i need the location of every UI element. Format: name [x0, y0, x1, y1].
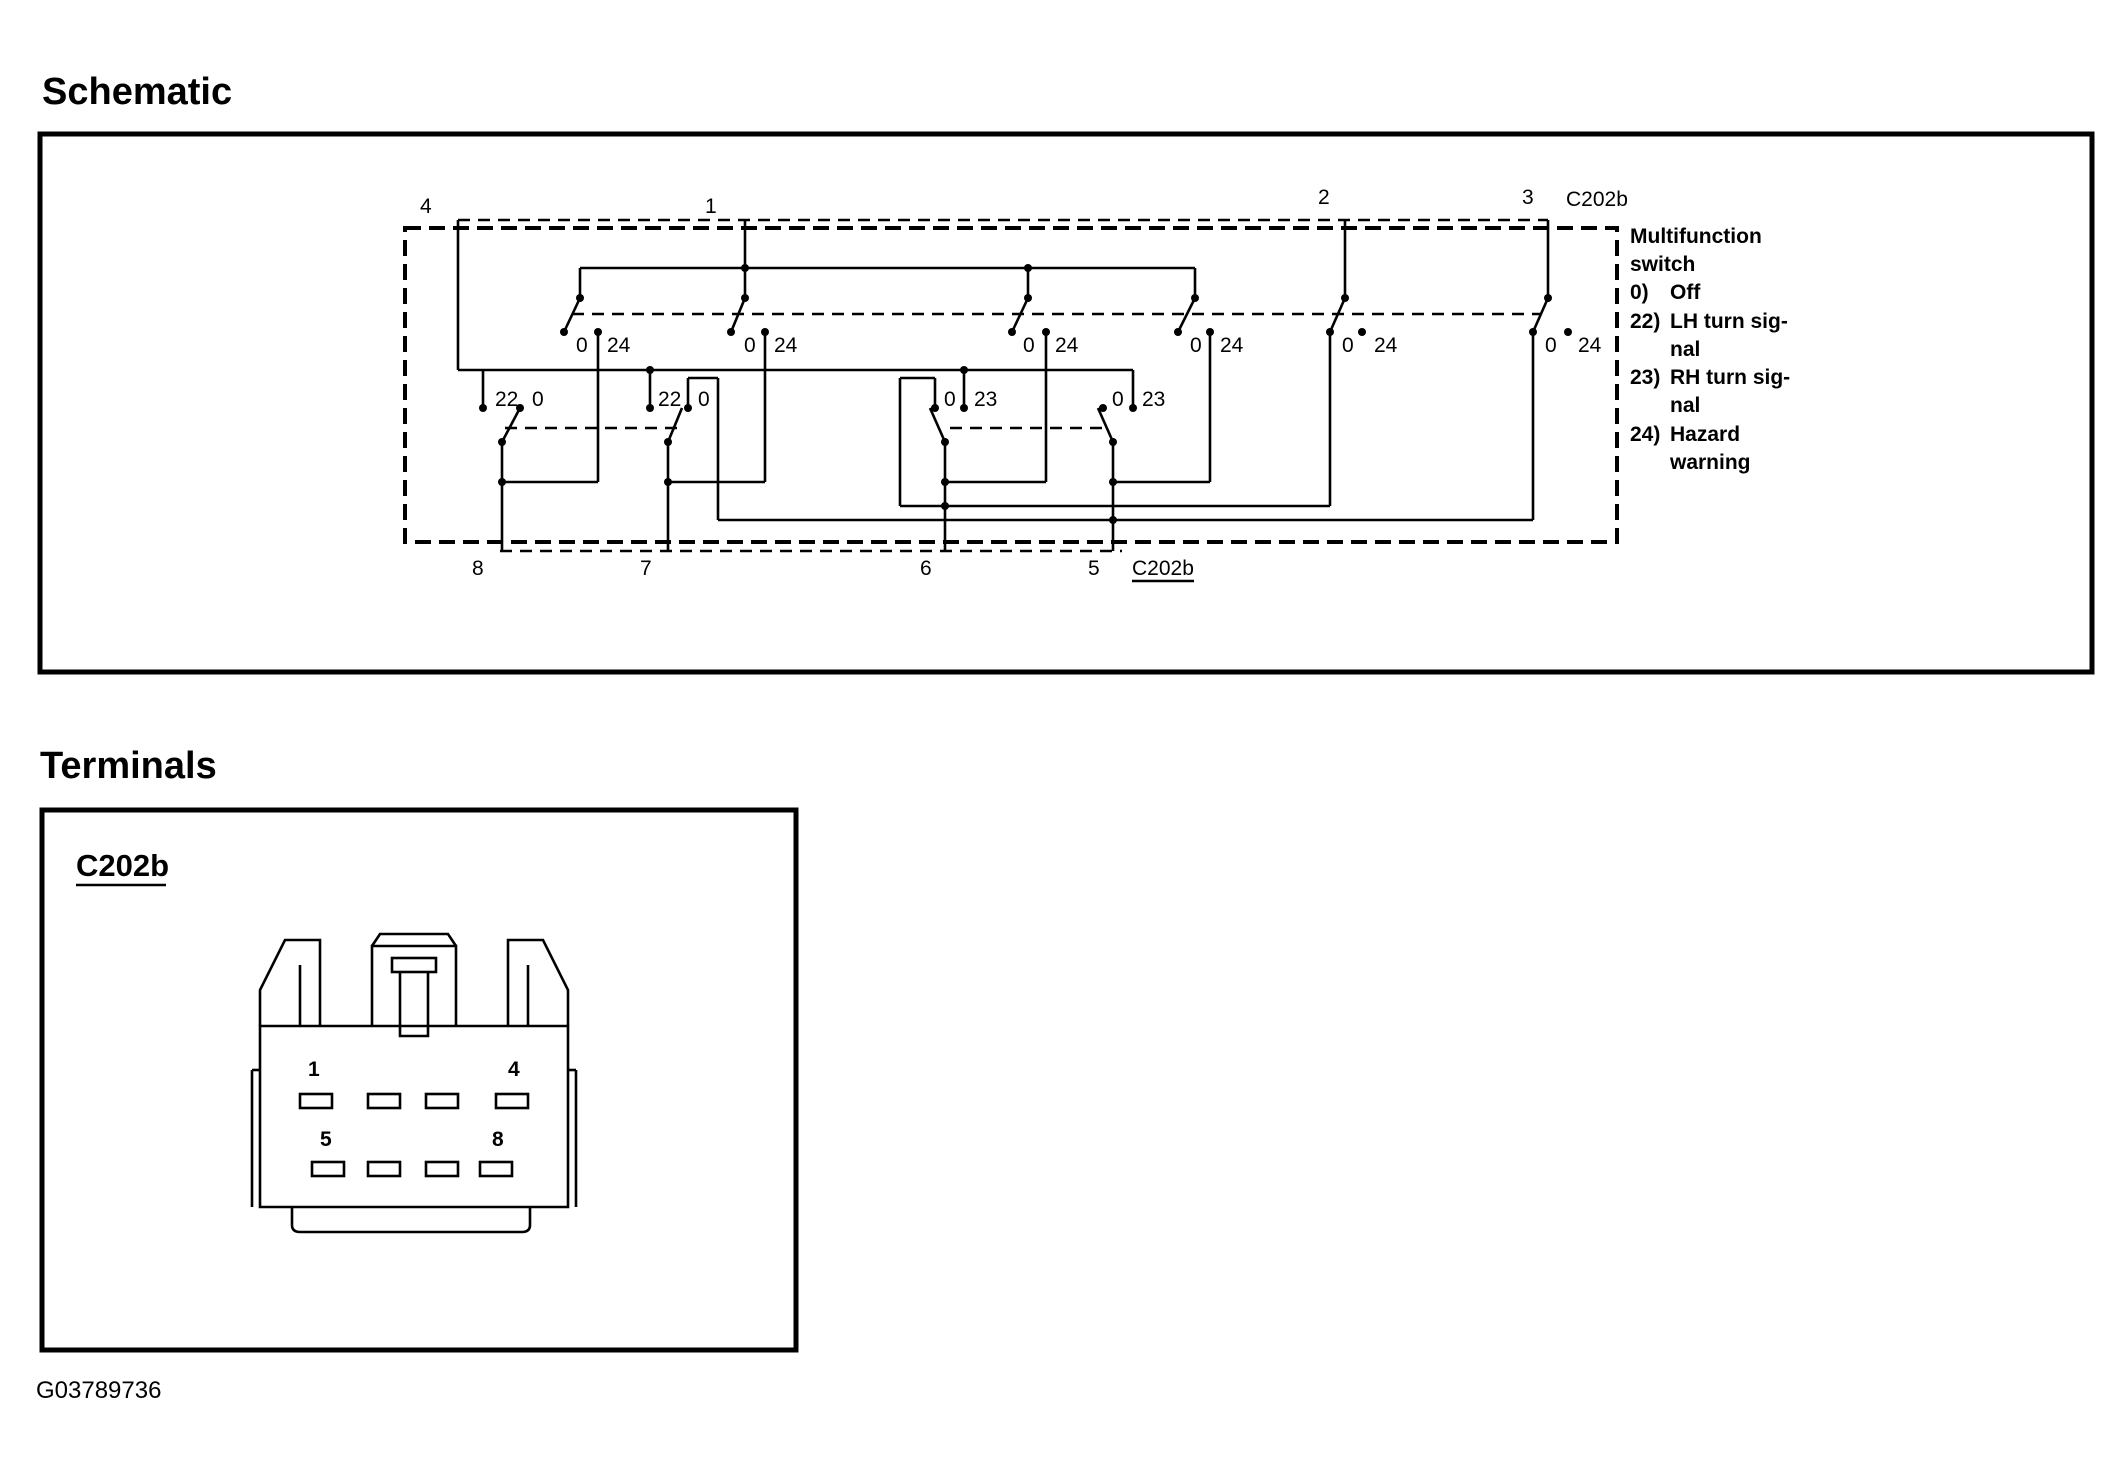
- upper-switch-row: [560, 294, 1572, 336]
- svg-text:5: 5: [320, 1128, 332, 1151]
- lower-common-bus: [458, 366, 1135, 520]
- svg-text:0: 0: [1545, 334, 1557, 357]
- terminals-frame: [39, 807, 799, 1353]
- svg-text:24: 24: [1220, 334, 1244, 357]
- svg-text:22): 22): [1630, 310, 1660, 333]
- svg-text:24): 24): [1630, 423, 1660, 446]
- svg-text:0: 0: [1190, 334, 1202, 357]
- svg-text:nal: nal: [1670, 338, 1700, 361]
- svg-text:0: 0: [576, 334, 588, 357]
- svg-text:0: 0: [1342, 334, 1354, 357]
- svg-text:Hazard: Hazard: [1670, 423, 1740, 446]
- svg-text:4: 4: [420, 195, 432, 218]
- schematic-top-pin-numbers: 4 1 2 3 C202b: [420, 186, 1628, 218]
- svg-text:22: 22: [495, 388, 518, 411]
- svg-text:Multifunction: Multifunction: [1630, 225, 1762, 248]
- schematic-heading: Schematic: [42, 71, 232, 113]
- svg-text:24: 24: [1374, 334, 1398, 357]
- lower-contact-labels: 22 0 22 0 0 23 0 23: [495, 388, 1165, 411]
- svg-text:2: 2: [1318, 186, 1330, 209]
- svg-text:3: 3: [1522, 186, 1534, 209]
- terminals-heading: Terminals: [40, 745, 217, 787]
- connector-face-drawing: [250, 932, 578, 1234]
- svg-text:8: 8: [472, 557, 484, 580]
- figure-id: G03789736: [36, 1377, 161, 1404]
- switch-housing-outline: [403, 226, 1619, 544]
- connector-label-top: C202b: [1566, 188, 1628, 211]
- svg-text:switch: switch: [1630, 253, 1695, 276]
- svg-text:23: 23: [974, 388, 997, 411]
- top-pin-leads: [456, 220, 1550, 370]
- svg-text:24: 24: [774, 334, 798, 357]
- svg-text:0: 0: [532, 388, 544, 411]
- svg-text:24: 24: [1578, 334, 1602, 357]
- switch-legend: Multifunction switch 0) Off 22) LH turn …: [1630, 225, 1790, 474]
- interconnect-wiring: [498, 332, 1535, 551]
- svg-text:0: 0: [1023, 334, 1035, 357]
- svg-text:5: 5: [1088, 557, 1100, 580]
- svg-text:nal: nal: [1670, 394, 1700, 417]
- svg-text:warning: warning: [1669, 451, 1751, 474]
- svg-text:23: 23: [1142, 388, 1165, 411]
- svg-text:0: 0: [698, 388, 710, 411]
- svg-text:0: 0: [1112, 388, 1124, 411]
- svg-text:0): 0): [1630, 281, 1649, 304]
- svg-text:0: 0: [744, 334, 756, 357]
- lower-switch-row: [479, 404, 1137, 446]
- schematic-bottom-pin-numbers: 8 7 6 5 C202b: [472, 557, 1194, 583]
- svg-text:LH turn sig-: LH turn sig-: [1670, 310, 1788, 333]
- svg-text:23): 23): [1630, 366, 1660, 389]
- upper-common-bus: [578, 264, 1197, 298]
- svg-text:Off: Off: [1670, 281, 1701, 304]
- upper-contact-labels: 0 24 0 24 0 24 0 24 0 24 0 24: [576, 334, 1602, 357]
- connector-pin-labels: 1 4 5 8: [308, 1058, 520, 1151]
- svg-text:24: 24: [1055, 334, 1079, 357]
- svg-text:0: 0: [944, 388, 956, 411]
- svg-text:22: 22: [658, 388, 681, 411]
- svg-text:1: 1: [705, 195, 717, 218]
- svg-text:24: 24: [607, 334, 631, 357]
- connector-label-bottom: C202b: [1132, 557, 1194, 580]
- schematic-frame: [37, 131, 2095, 675]
- svg-text:4: 4: [508, 1058, 520, 1081]
- svg-text:1: 1: [308, 1058, 320, 1081]
- svg-text:RH turn sig-: RH turn sig-: [1670, 366, 1790, 389]
- svg-text:6: 6: [920, 557, 932, 580]
- terminals-connector-name: C202b: [76, 848, 169, 883]
- svg-text:8: 8: [492, 1128, 504, 1151]
- svg-text:7: 7: [640, 557, 652, 580]
